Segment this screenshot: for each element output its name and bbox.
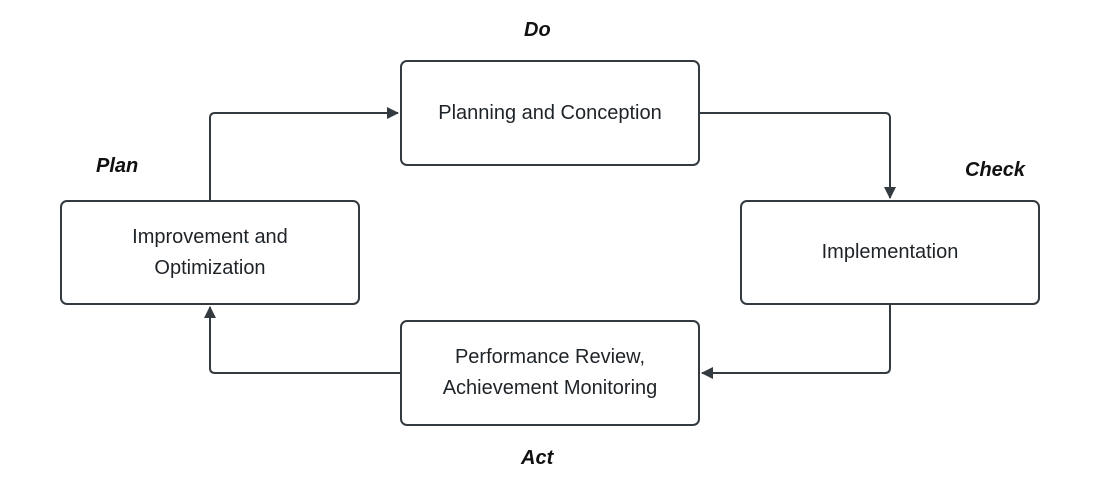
phase-label-act: Act	[521, 447, 554, 469]
arrow-implementation-to-performance	[701, 305, 891, 379]
step-text-line: Implementation	[821, 241, 959, 263]
step-text-implementation: Implementation	[822, 237, 959, 268]
step-text-line: Improvement and	[132, 225, 288, 248]
arrow-planning-to-implementation	[700, 112, 896, 199]
arrow-improvement-to-planning	[209, 107, 399, 200]
step-box-performance-review: Performance Review, Achievement Monitori…	[400, 320, 700, 426]
step-text-line: Performance Review,	[454, 346, 646, 368]
step-text-performance-review: Performance Review, Achievement Monitori…	[443, 342, 658, 404]
step-text-line: Planning and Conception	[438, 101, 662, 124]
step-text-improvement: Improvement and Optimization	[132, 222, 288, 284]
phase-label-do: Do	[524, 19, 551, 41]
step-box-improvement: Improvement and Optimization	[60, 200, 360, 305]
step-box-implementation: Implementation	[740, 200, 1040, 305]
step-text-planning: Planning and Conception	[438, 98, 662, 129]
arrow-performance-to-improvement	[204, 306, 400, 374]
step-text-line: Achievement Monitoring	[442, 377, 658, 399]
phase-label-plan: Plan	[96, 155, 139, 177]
step-text-line: Optimization	[154, 256, 266, 279]
phase-label-check: Check	[965, 159, 1026, 181]
step-box-planning: Planning and Conception	[400, 60, 700, 166]
